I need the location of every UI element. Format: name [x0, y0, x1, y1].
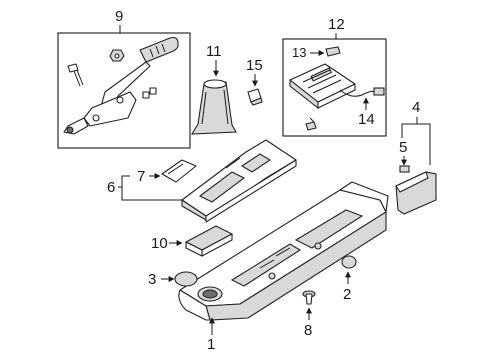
group-box-9: [57, 32, 191, 149]
clip-5: [399, 165, 410, 173]
wire-harness: [339, 87, 385, 97]
callout-9: 9: [115, 8, 123, 25]
parking-brake-lever: [63, 36, 179, 135]
nut-icon: [109, 49, 125, 62]
clip-icon: [142, 87, 157, 99]
tray-10: [184, 225, 234, 257]
leader-4: [401, 117, 431, 165]
screw-icon: [305, 117, 317, 131]
bolt-icon: [67, 63, 84, 87]
callout-14: 14: [358, 111, 375, 128]
center-console: [178, 181, 389, 321]
side-bracket: [395, 171, 437, 215]
lid-7: [161, 159, 197, 183]
callout-15: 15: [246, 57, 263, 74]
callout-11: 11: [206, 43, 222, 60]
bulb-13: [325, 46, 341, 57]
callout-2: 2: [343, 286, 351, 303]
leader-6: [118, 175, 182, 201]
callout-3: 3: [148, 271, 156, 288]
callout-13: 13: [292, 45, 306, 60]
plug-2: [341, 255, 357, 269]
group-box-12: [282, 38, 387, 137]
indicator-panel: [289, 63, 356, 110]
cap-3: [174, 271, 198, 287]
clip-15: [247, 88, 263, 106]
callout-7: 7: [137, 168, 145, 185]
callout-12: 12: [328, 16, 345, 33]
console-finisher: [181, 139, 297, 223]
callout-5: 5: [399, 139, 407, 156]
callout-10: 10: [151, 235, 168, 252]
callout-8: 8: [304, 322, 312, 339]
fastener-8: [302, 290, 316, 305]
callout-1: 1: [207, 336, 215, 353]
callout-4: 4: [412, 99, 420, 116]
shift-boot: [191, 79, 237, 135]
callout-6: 6: [107, 179, 115, 196]
